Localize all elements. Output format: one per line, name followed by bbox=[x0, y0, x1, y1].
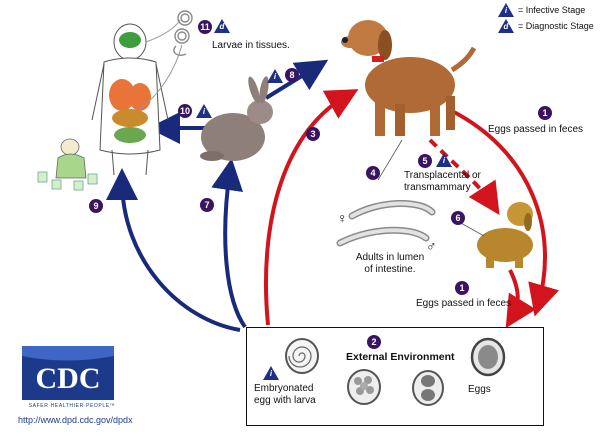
infective-stage-icon: i bbox=[263, 366, 279, 380]
diagnostic-stage-icon: d bbox=[214, 19, 230, 33]
egg-morula-icon bbox=[347, 369, 381, 405]
infective-stage-icon: i bbox=[436, 153, 452, 167]
transplacental-label: Transplacental or transmammary bbox=[404, 170, 481, 193]
infective-stage-icon: i bbox=[267, 69, 283, 83]
external-environment-title: External Environment bbox=[346, 351, 455, 363]
cdc-tagline: SAFER·HEALTHIER·PEOPLE™ bbox=[28, 403, 116, 409]
infective-stage-icon: i bbox=[196, 104, 212, 118]
eggs-passed-in-feces-label: Eggs passed in feces bbox=[488, 124, 584, 135]
rabbit-icon bbox=[200, 76, 273, 161]
adults-line-1: Adults in lumen bbox=[355, 252, 425, 263]
step-badge-11: 11 bbox=[198, 20, 212, 34]
arrow-dog-to-feces bbox=[449, 108, 559, 317]
larvae-in-tissues-label: Larvae in tissues. bbox=[212, 40, 290, 51]
step-badge-2: 2 bbox=[367, 335, 381, 349]
coiled-larvae-icon bbox=[173, 10, 193, 56]
infective-stage-icon: i bbox=[498, 3, 514, 17]
transplacental-line-1: Transplacental or bbox=[404, 170, 481, 181]
arrow-transplacental bbox=[428, 138, 500, 216]
arrow-env-to-human bbox=[106, 168, 241, 332]
step-badge-8: 8 bbox=[285, 68, 299, 82]
diagnostic-stage-icon: d bbox=[498, 19, 514, 33]
embryonated-egg-icon bbox=[285, 338, 319, 374]
step-badge-10: 10 bbox=[178, 104, 192, 118]
step-badge-1: 1 bbox=[538, 106, 552, 120]
puppy-icon bbox=[477, 202, 533, 268]
step-badge-9: 9 bbox=[89, 199, 103, 213]
adults-line-2: of intestine. bbox=[364, 263, 416, 275]
egg-two-cell-icon bbox=[412, 370, 444, 406]
legend-diagnostic-label: = Diagnostic Stage bbox=[518, 21, 594, 31]
adult-worms-icon bbox=[336, 200, 436, 247]
child-playing-icon bbox=[37, 138, 98, 191]
female-symbol: ♀ bbox=[337, 210, 348, 226]
cdc-url-link[interactable]: http://www.dpd.cdc.gov/dpdx bbox=[18, 415, 133, 425]
male-symbol: ♂ bbox=[426, 238, 437, 254]
cdc-logo: CDC bbox=[22, 346, 114, 400]
arrow-rabbit-to-dog bbox=[264, 59, 329, 100]
adults-in-lumen-label: Adults in lumen of intestine. bbox=[350, 252, 430, 275]
arrow-puppy-to-feces bbox=[505, 269, 537, 329]
pointer-line-4 bbox=[377, 139, 403, 181]
egg-unembryonated-icon bbox=[470, 337, 506, 377]
transplacental-line-2: transmammary bbox=[404, 181, 471, 193]
step-badge-6: 6 bbox=[451, 211, 465, 225]
step-badge-7: 7 bbox=[200, 198, 214, 212]
arrow-env-to-rabbit bbox=[211, 158, 247, 329]
human-figure bbox=[91, 19, 183, 176]
eggs-label: Eggs bbox=[468, 384, 491, 395]
embryonated-egg-label: Embryonated egg with larva bbox=[254, 383, 316, 406]
step-badge-3: 3 bbox=[306, 127, 320, 141]
step-badge-5: 5 bbox=[418, 154, 432, 168]
cdc-logo-text: CDC bbox=[36, 362, 101, 395]
legend-infective-label: = Infective Stage bbox=[518, 5, 586, 15]
arrow-env-to-dog bbox=[264, 89, 359, 326]
embryonated-line-2: egg with larva bbox=[254, 394, 316, 406]
step-badge-4: 4 bbox=[366, 166, 380, 180]
eggs-passed-in-feces-bottom-label: Eggs passed in feces bbox=[416, 298, 512, 309]
embryonated-line-1: Embryonated bbox=[254, 383, 314, 394]
dog-icon bbox=[341, 20, 477, 136]
step-badge-1-bottom: 1 bbox=[455, 281, 469, 295]
